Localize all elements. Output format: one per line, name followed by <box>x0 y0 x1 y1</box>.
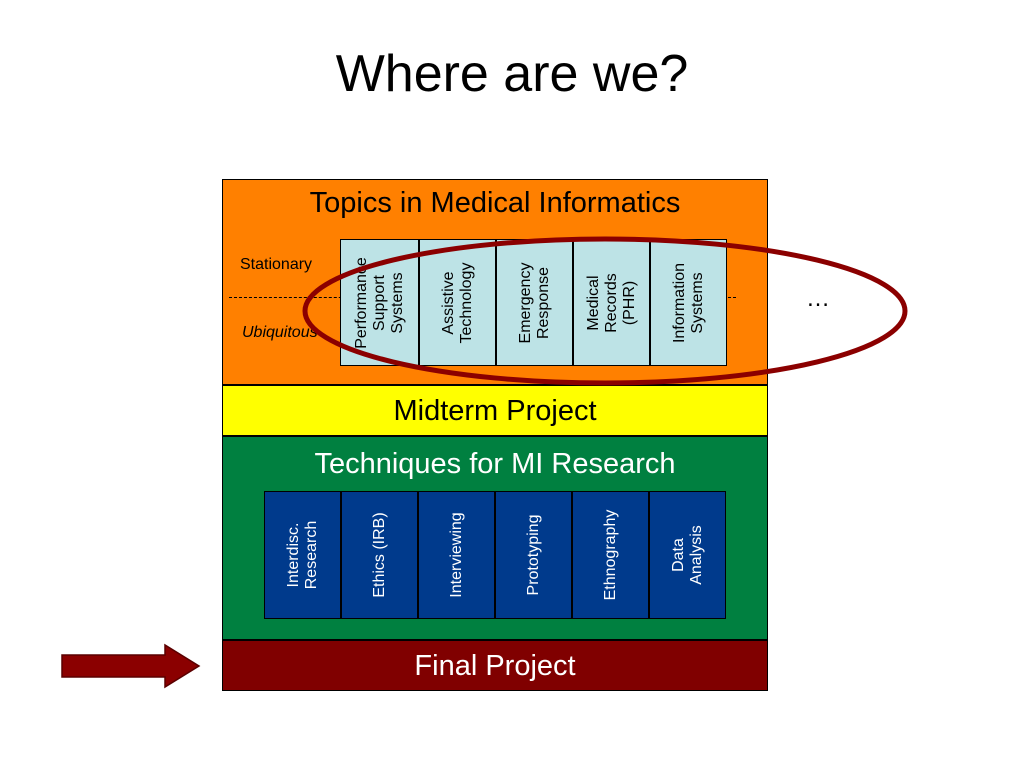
midterm-band: Midterm Project <box>222 385 768 436</box>
technique-cell-label: Data Analysis <box>669 525 705 585</box>
final-heading: Final Project <box>414 650 576 682</box>
technique-cell-label: Interviewing <box>447 512 465 598</box>
midterm-heading: Midterm Project <box>393 395 597 427</box>
technique-cell: Interviewing <box>418 491 495 619</box>
technique-cell-label: Interdisc. Research <box>284 520 320 590</box>
topic-cell: Emergency Response <box>496 239 573 366</box>
stationary-label: Stationary <box>240 256 313 273</box>
topic-cell-label: Assistive Technology <box>439 262 475 343</box>
final-band: Final Project <box>222 640 768 691</box>
topic-cell-label: Performance Support Systems <box>352 256 406 349</box>
technique-cell: Ethics (IRB) <box>341 491 418 619</box>
technique-cell: Ethnography <box>572 491 649 619</box>
technique-cell: Data Analysis <box>649 491 726 619</box>
topic-cell: Performance Support Systems <box>340 239 419 366</box>
more-topics-ellipsis: … <box>806 285 830 312</box>
technique-cell-label: Ethics (IRB) <box>370 512 388 598</box>
technique-cell: Prototyping <box>495 491 572 619</box>
current-position-arrow <box>61 643 201 689</box>
topic-cell: Information Systems <box>650 239 727 366</box>
topic-cell-label: Medical Records (PHR) <box>584 272 638 333</box>
topics-cells: Performance Support Systems Assistive Te… <box>340 239 727 366</box>
topics-heading: Topics in Medical Informatics <box>309 187 681 219</box>
topic-cell-label: Emergency Response <box>516 262 552 343</box>
ubiquitous-label: Ubiquitous <box>242 324 318 341</box>
topic-cell: Assistive Technology <box>419 239 496 366</box>
topic-cell-label: Information Systems <box>670 262 706 343</box>
technique-cell-label: Prototyping <box>524 514 542 596</box>
topic-cell: Medical Records (PHR) <box>573 239 650 366</box>
techniques-heading: Techniques for MI Research <box>314 448 676 480</box>
slide-title: Where are we? <box>335 45 689 103</box>
technique-cell: Interdisc. Research <box>264 491 341 619</box>
technique-cell-label: Ethnography <box>601 509 619 601</box>
technique-cells: Interdisc. Research Ethics (IRB) Intervi… <box>264 491 726 619</box>
